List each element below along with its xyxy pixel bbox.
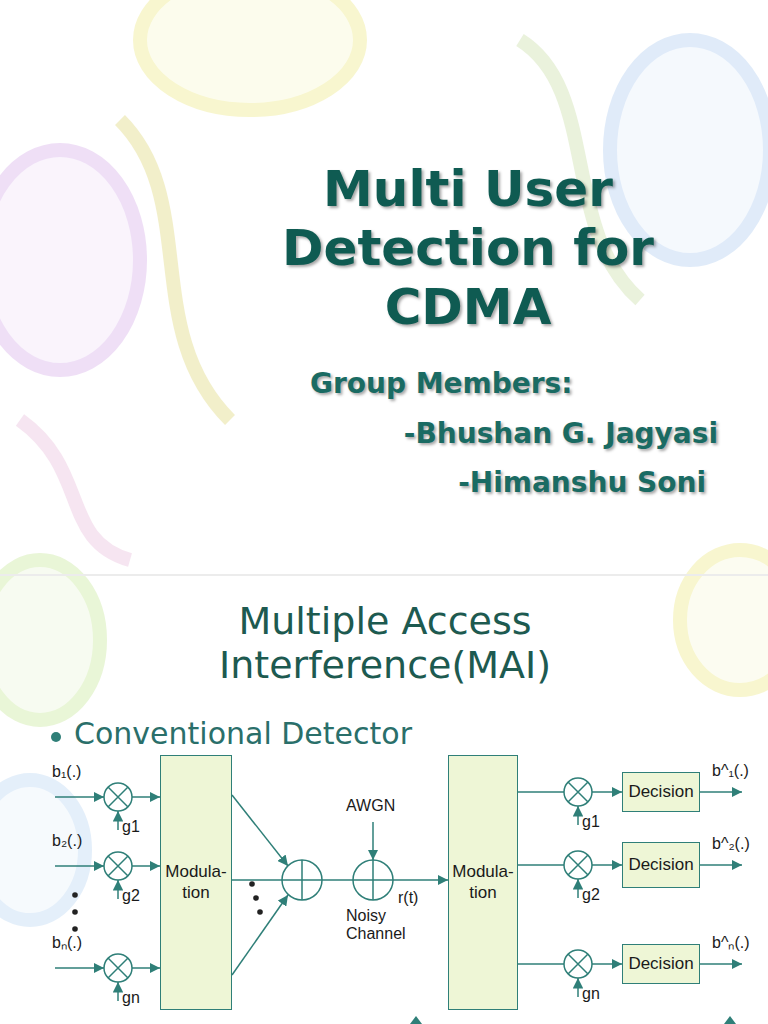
code-name: g2 <box>582 886 600 904</box>
decision-box: Decision <box>622 842 700 888</box>
box-text: Decision <box>628 782 693 802</box>
multiplier <box>104 783 132 811</box>
member-name: -Himanshu Soni <box>458 467 706 499</box>
code-name: g1 <box>122 818 140 836</box>
signal-name: bₙ(.) <box>52 934 82 952</box>
summing-junction <box>282 860 322 900</box>
multiplier <box>104 954 132 982</box>
signal-name: b₂(.) <box>52 832 82 850</box>
modulation-box: Modula- tion <box>160 755 232 1010</box>
member-name: -Bhushan G. Jagyasi <box>404 418 718 450</box>
box-text: Modula- tion <box>161 862 231 903</box>
decision-box: Decision <box>622 772 700 812</box>
box-text: Decision <box>628 855 693 875</box>
signal-name: r(t) <box>398 889 418 907</box>
signal-wire <box>232 879 448 881</box>
box-text: Decision <box>628 954 693 974</box>
code-name: g1 <box>582 813 600 831</box>
summing-junction <box>353 860 393 900</box>
code-name: g2 <box>122 887 140 905</box>
modulation-box: Modula- tion <box>448 755 518 1010</box>
decision-box: Decision <box>622 944 700 984</box>
slide-title: Multiple Access Interference(MAI) <box>170 600 600 687</box>
code-name: gn <box>582 985 600 1003</box>
signal-name: b^ₙ(.) <box>712 934 750 952</box>
signal-name: b₁(.) <box>52 763 81 781</box>
multiplier <box>564 851 592 879</box>
channel-label: Noisy Channel <box>346 907 416 944</box>
multiplier <box>104 852 132 880</box>
code-name: gn <box>122 989 140 1007</box>
bullet-text: Conventional Detector <box>74 717 412 752</box>
signal-name: b^₂(.) <box>712 835 750 853</box>
box-text: Modula- tion <box>449 862 517 903</box>
slide-title: Multi User Detection for CDMA <box>223 160 713 337</box>
signal-name: b^₁(.) <box>712 762 749 780</box>
multiplier <box>564 950 592 978</box>
multiplier <box>564 778 592 806</box>
noise-label: AWGN <box>346 797 395 815</box>
section-heading: Group Members: <box>310 368 573 400</box>
